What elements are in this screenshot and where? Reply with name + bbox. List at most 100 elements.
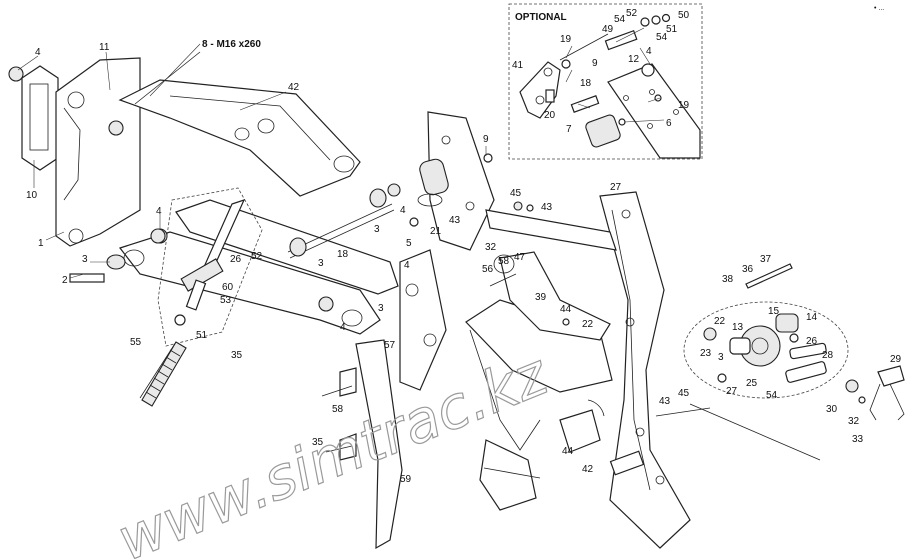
callout: 32 bbox=[485, 242, 497, 253]
callout: 39 bbox=[535, 292, 547, 303]
bushing-15 bbox=[775, 313, 799, 333]
callout: 4 bbox=[400, 205, 406, 216]
callout: 3 bbox=[318, 258, 324, 269]
optional-frame bbox=[508, 3, 703, 160]
callout: 10 bbox=[26, 190, 38, 201]
casting-20 bbox=[465, 299, 613, 393]
callout: 3 bbox=[82, 254, 88, 265]
callout: 3 bbox=[718, 352, 724, 363]
bracket-10 bbox=[21, 65, 59, 171]
callout: 21 bbox=[430, 226, 442, 237]
callout: 5 bbox=[406, 238, 412, 249]
callout: 19 bbox=[560, 34, 572, 45]
callout: 49 bbox=[602, 24, 614, 35]
callout: 47 bbox=[514, 252, 526, 263]
callout: 3 bbox=[374, 224, 380, 235]
corner-mark: • ... bbox=[874, 5, 884, 12]
callout: 22 bbox=[714, 316, 726, 327]
callout: 22 bbox=[582, 319, 594, 330]
callout: 60 bbox=[222, 282, 234, 293]
callout: 27 bbox=[726, 386, 738, 397]
center-assembly bbox=[321, 111, 691, 550]
callout: 1 bbox=[38, 238, 44, 249]
callout: 54 bbox=[614, 14, 626, 25]
callout: 54 bbox=[656, 32, 668, 43]
callout: 32 bbox=[848, 416, 860, 427]
callout: 42 bbox=[288, 82, 300, 93]
callout: 20 bbox=[544, 110, 556, 121]
callout: 6 bbox=[666, 118, 672, 129]
callout: 13 bbox=[732, 322, 744, 333]
callout: 4 bbox=[156, 206, 162, 217]
callout: 51 bbox=[666, 24, 678, 35]
hub-enclosure bbox=[683, 301, 849, 399]
callout: 26 bbox=[230, 254, 242, 265]
callout: 50 bbox=[678, 10, 690, 21]
callout: 3 bbox=[378, 303, 384, 314]
callout: 43 bbox=[449, 215, 461, 226]
arm-44 bbox=[118, 79, 361, 197]
callout: 29 bbox=[890, 354, 902, 365]
lower-arm bbox=[119, 231, 381, 335]
optional-plate bbox=[607, 63, 701, 159]
callout: 35 bbox=[231, 350, 243, 361]
callout: 12 bbox=[628, 54, 640, 65]
callout: 52 bbox=[626, 8, 638, 19]
spring-55 bbox=[139, 341, 187, 407]
callouts: 4 11 42 10 1 2 3 4 26 52 60 53 51 35 55 … bbox=[26, 8, 902, 485]
hitch-plate bbox=[399, 249, 447, 391]
rod-34 bbox=[745, 263, 793, 289]
callout: 27 bbox=[610, 182, 622, 193]
callout: 44 bbox=[560, 304, 572, 315]
housing-13 bbox=[729, 337, 751, 355]
callout: 41 bbox=[512, 60, 524, 71]
rear-plate bbox=[427, 111, 495, 251]
shank-61 bbox=[355, 339, 403, 550]
foot-plate bbox=[479, 439, 537, 511]
callout: 57 bbox=[384, 340, 396, 351]
callout: 45 bbox=[510, 188, 522, 199]
callout: 30 bbox=[826, 404, 838, 415]
callout: 54 bbox=[766, 390, 778, 401]
callout: 18 bbox=[580, 78, 592, 89]
callout: 4 bbox=[404, 260, 410, 271]
enclosure-49 bbox=[157, 187, 263, 347]
callout: 35 bbox=[312, 437, 324, 448]
callout: 33 bbox=[852, 434, 864, 445]
callout: 4 bbox=[35, 47, 41, 58]
callout: 19 bbox=[678, 100, 690, 111]
callout: 38 bbox=[722, 274, 734, 285]
callout: 43 bbox=[659, 396, 671, 407]
callout: 59 bbox=[400, 474, 412, 485]
bracket-39 bbox=[519, 61, 561, 119]
nut-4 bbox=[8, 66, 24, 82]
hub-assembly bbox=[655, 263, 905, 461]
callout: 9 bbox=[592, 58, 598, 69]
callout: 4 bbox=[340, 322, 346, 333]
callout: 56 bbox=[482, 264, 494, 275]
callout: 28 bbox=[822, 350, 834, 361]
left-assembly bbox=[8, 51, 401, 407]
callout: 2 bbox=[62, 275, 68, 286]
callout: 14 bbox=[806, 312, 818, 323]
callout: 11 bbox=[99, 42, 110, 53]
callout: 53 bbox=[220, 295, 232, 306]
callout: 58 bbox=[332, 404, 344, 415]
callout: 55 bbox=[130, 337, 142, 348]
callout: 43 bbox=[541, 202, 553, 213]
callout: 36 bbox=[742, 264, 754, 275]
spec-label: 8 - M16 x260 bbox=[202, 39, 261, 50]
callout: 44 bbox=[562, 446, 574, 457]
side-plate-1 bbox=[55, 57, 141, 247]
callout: 18 bbox=[337, 249, 349, 260]
leader-lines bbox=[17, 27, 665, 279]
callout: 7 bbox=[566, 124, 572, 135]
callout: 15 bbox=[768, 306, 780, 317]
callout: 23 bbox=[700, 348, 712, 359]
crossbeam bbox=[485, 209, 617, 251]
bolt-2 bbox=[69, 273, 105, 283]
callout: 52 bbox=[251, 251, 263, 262]
optional-title: OPTIONAL bbox=[515, 12, 567, 23]
callout: 26 bbox=[806, 336, 818, 347]
